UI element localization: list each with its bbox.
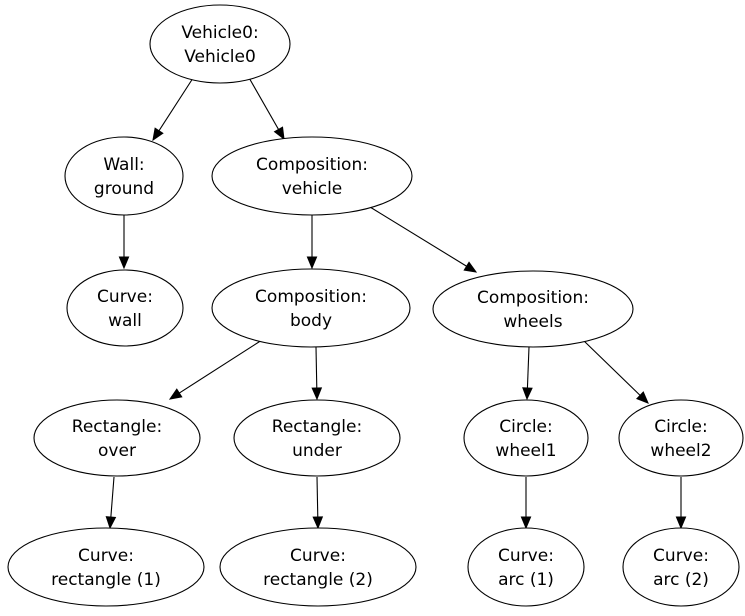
node-label-line2: arc (2) [653, 570, 709, 590]
node-label-line1: Curve: [498, 546, 554, 566]
arrowhead-icon [311, 387, 323, 401]
edge-composition_wheels-to-circle_wheel1 [522, 346, 533, 401]
edge-line [247, 75, 280, 130]
node-curve_rectangle_1[interactable]: Curve: rectangle (1) [7, 527, 205, 607]
node-ellipse[interactable] [33, 399, 201, 477]
edge-rectangle_under-to-curve_rectangle_2 [312, 476, 324, 530]
node-ellipse[interactable] [211, 136, 413, 216]
node-label-line1: Rectangle: [272, 417, 362, 437]
edge-composition_body-to-rectangle_under [311, 346, 323, 401]
node-label-line1: Curve: [290, 546, 346, 566]
node-ellipse[interactable] [149, 4, 291, 84]
node-label-line2: wheels [503, 312, 562, 332]
edge-line [369, 206, 467, 267]
node-ellipse[interactable] [66, 269, 184, 347]
node-wall_ground[interactable]: Wall: ground [64, 136, 184, 216]
node-curve_arc_1[interactable]: Curve: arc (1) [467, 527, 585, 607]
arrowhead-icon [522, 387, 533, 401]
node-composition_wheels[interactable]: Composition: wheels [432, 270, 634, 348]
edges-layer [105, 74, 687, 530]
edge-line [178, 339, 263, 394]
node-label-line2: Vehicle0 [184, 47, 256, 67]
node-label-line2: vehicle [282, 179, 343, 199]
node-ellipse[interactable] [467, 527, 585, 607]
node-label-line2: arc (1) [498, 570, 554, 590]
arrowhead-icon [463, 261, 478, 273]
edge-rectangle_over-to-curve_rectangle_1 [105, 476, 117, 530]
arrowhead-icon [636, 391, 649, 404]
node-label-line1: Circle: [654, 417, 707, 437]
node-ellipse[interactable] [211, 268, 411, 348]
node-ellipse[interactable] [233, 399, 401, 477]
edge-composition_wheels-to-circle_wheel2 [582, 339, 649, 404]
node-rectangle_over[interactable]: Rectangle: over [33, 399, 201, 477]
node-label-line1: Composition: [477, 288, 589, 308]
edge-line [158, 74, 196, 132]
node-ellipse[interactable] [7, 527, 205, 607]
edge-vehicle0-to-composition_vehicle [247, 75, 285, 141]
node-ellipse[interactable] [622, 527, 740, 607]
node-label-line1: Curve: [78, 546, 134, 566]
node-label-line1: Rectangle: [72, 417, 162, 437]
node-label-line2: rectangle (1) [51, 570, 161, 590]
node-label-line2: over [98, 441, 136, 461]
arrowhead-icon [306, 256, 318, 270]
node-label-line1: Curve: [653, 546, 709, 566]
node-label-line1: Composition: [255, 287, 367, 307]
node-ellipse[interactable] [219, 527, 417, 607]
node-composition_vehicle[interactable]: Composition: vehicle [211, 136, 413, 216]
arrowhead-icon [105, 516, 117, 530]
node-label-line1: Composition: [256, 155, 368, 175]
edge-line [582, 339, 641, 396]
edge-vehicle0-to-wall_ground [152, 74, 196, 142]
node-curve_wall[interactable]: Curve: wall [66, 269, 184, 347]
node-circle_wheel2[interactable]: Circle: wheel2 [618, 399, 744, 477]
node-label-line2: body [290, 311, 332, 331]
node-label-line1: Vehicle0: [181, 23, 258, 43]
node-label-line1: Curve: [97, 287, 153, 307]
arrowhead-icon [168, 388, 183, 400]
edge-composition_body-to-rectangle_over [168, 339, 263, 400]
edge-circle_wheel2-to-curve_arc_2 [675, 477, 687, 530]
edge-line [110, 476, 115, 518]
node-label-line2: wheel1 [495, 441, 556, 461]
node-ellipse[interactable] [618, 399, 744, 477]
edge-composition_vehicle-to-composition_body [306, 215, 318, 270]
node-ellipse[interactable] [432, 270, 634, 348]
node-circle_wheel1[interactable]: Circle: wheel1 [463, 399, 589, 477]
arrowhead-icon [273, 126, 285, 141]
arrowhead-icon [118, 256, 130, 270]
edge-line [526, 346, 530, 389]
nodes-layer: Vehicle0:Vehicle0Wall:groundComposition:… [7, 4, 744, 607]
node-composition_body[interactable]: Composition: body [211, 268, 411, 348]
edge-line [316, 476, 319, 518]
node-ellipse[interactable] [463, 399, 589, 477]
node-label-line2: rectangle (2) [263, 570, 373, 590]
arrowhead-icon [675, 516, 687, 530]
node-label-line2: wall [108, 311, 142, 331]
arrowhead-icon [520, 516, 532, 530]
arrowhead-icon [312, 516, 324, 530]
node-curve_arc_2[interactable]: Curve: arc (2) [622, 527, 740, 607]
edge-line [315, 346, 318, 389]
node-label-line1: Wall: [103, 155, 144, 175]
node-ellipse[interactable] [64, 136, 184, 216]
arrowhead-icon [152, 127, 164, 142]
node-vehicle0[interactable]: Vehicle0: Vehicle0 [149, 4, 291, 84]
edge-circle_wheel1-to-curve_arc_1 [520, 477, 532, 530]
node-label-line1: Circle: [499, 417, 552, 437]
node-rectangle_under[interactable]: Rectangle: under [233, 399, 401, 477]
node-label-line2: wheel2 [650, 441, 711, 461]
node-label-line2: ground [94, 179, 154, 199]
node-label-line2: under [292, 441, 342, 461]
node-curve_rectangle_2[interactable]: Curve: rectangle (2) [219, 527, 417, 607]
edge-wall_ground-to-curve_wall [118, 215, 130, 270]
edge-composition_vehicle-to-composition_wheels [369, 206, 478, 273]
